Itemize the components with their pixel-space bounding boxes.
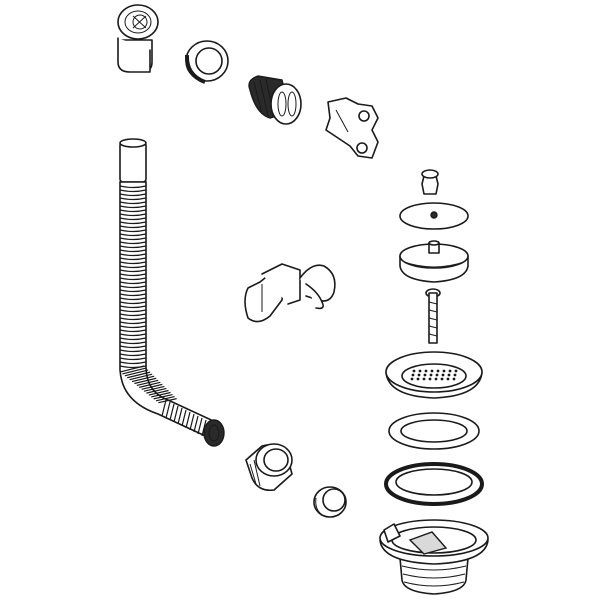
slip-ring-icon: [313, 486, 347, 518]
washer-icon: [388, 412, 480, 450]
clip-icon: [244, 263, 336, 323]
nut-icon: [245, 443, 293, 492]
waste-outlet-icon: [379, 519, 489, 595]
bracket-icon: [325, 97, 379, 159]
plug-icon: [399, 240, 469, 283]
flexible-hose-icon: [119, 138, 225, 447]
screw-icon: [425, 288, 441, 344]
disc-icon: [399, 202, 469, 230]
ring-gasket-icon: [184, 40, 229, 84]
knob-icon: [421, 169, 439, 195]
elbow-fitting-icon: [117, 4, 159, 73]
overflow-rose-icon: [248, 75, 302, 125]
strainer-icon: [385, 351, 483, 399]
seal-ring-icon: [384, 462, 484, 506]
